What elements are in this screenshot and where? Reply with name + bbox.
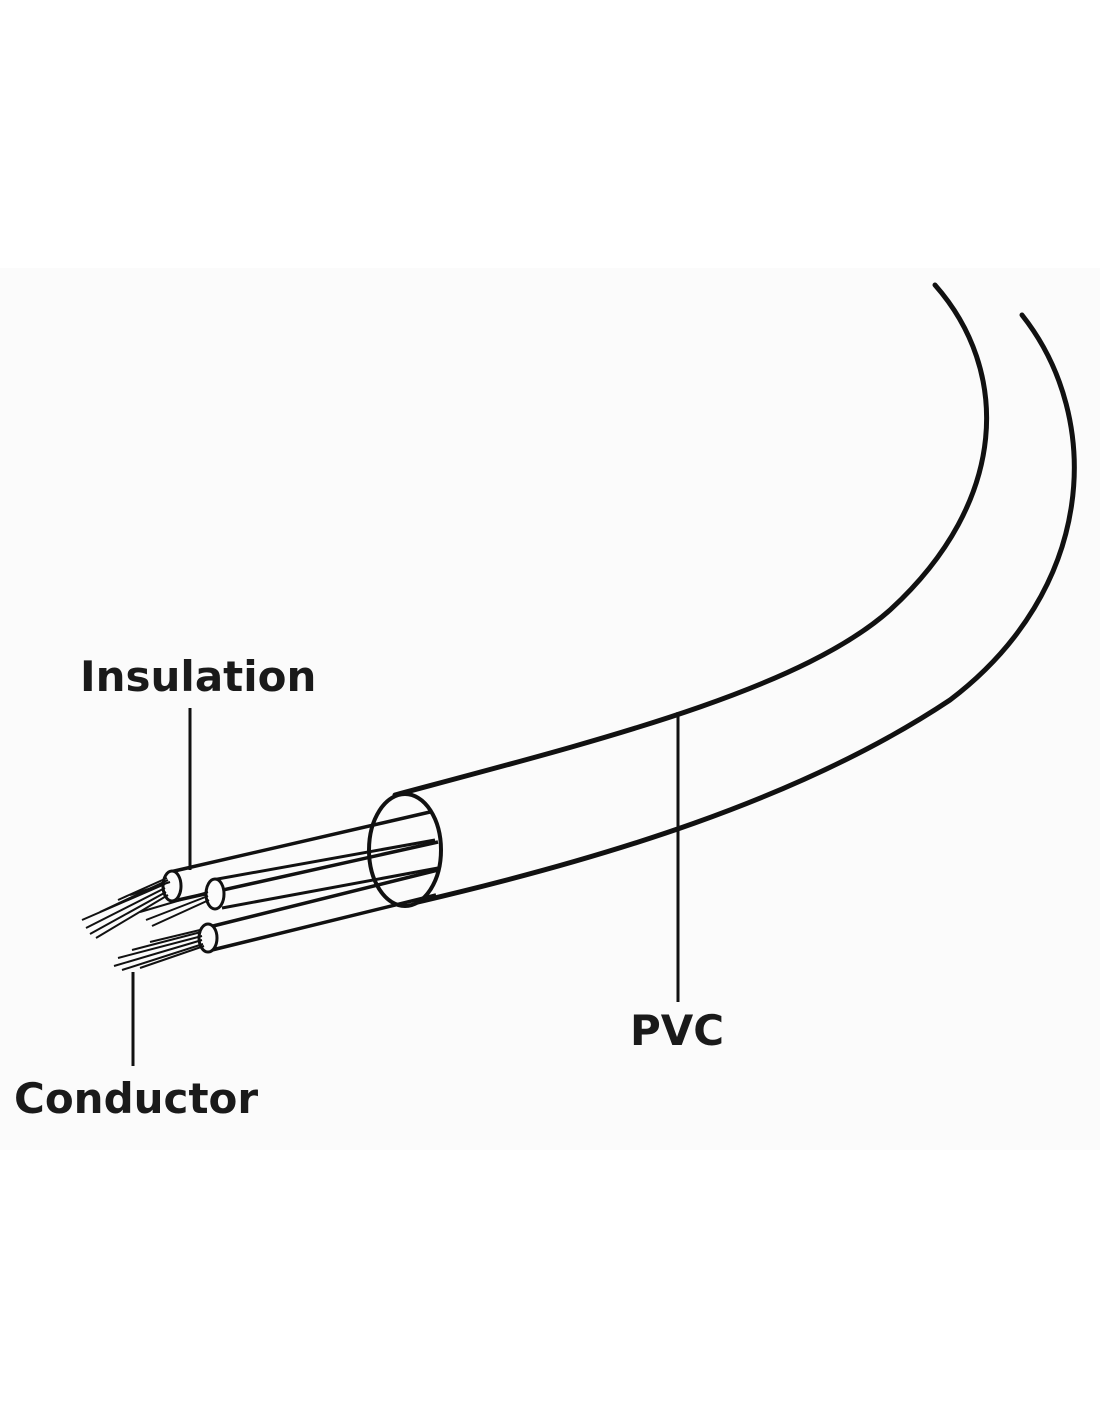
wire-end-cap-middle [204, 877, 226, 911]
conductor-label: Conductor [14, 1074, 259, 1123]
pvc-sheath-bottom-edge [402, 312, 1077, 908]
conductor-strands-lower [113, 929, 205, 971]
pvc-label: PVC [630, 1006, 725, 1055]
pvc-sheath-top-edge [392, 282, 990, 798]
wire-end-cap-lower [197, 922, 219, 954]
conductor-strands-upper [81, 877, 210, 939]
insulation-wire-upper [169, 810, 431, 874]
insulation-label: Insulation [80, 652, 317, 701]
insulation-wire-middle [211, 838, 436, 882]
insulation-wire-lower [204, 868, 439, 930]
diagram-panel [0, 268, 1100, 1150]
wire-end-cap-upper [161, 869, 183, 903]
insulation-wire-lower-bottom-edge [211, 893, 437, 952]
insulation-wire-middle-lower-edge [221, 866, 439, 910]
